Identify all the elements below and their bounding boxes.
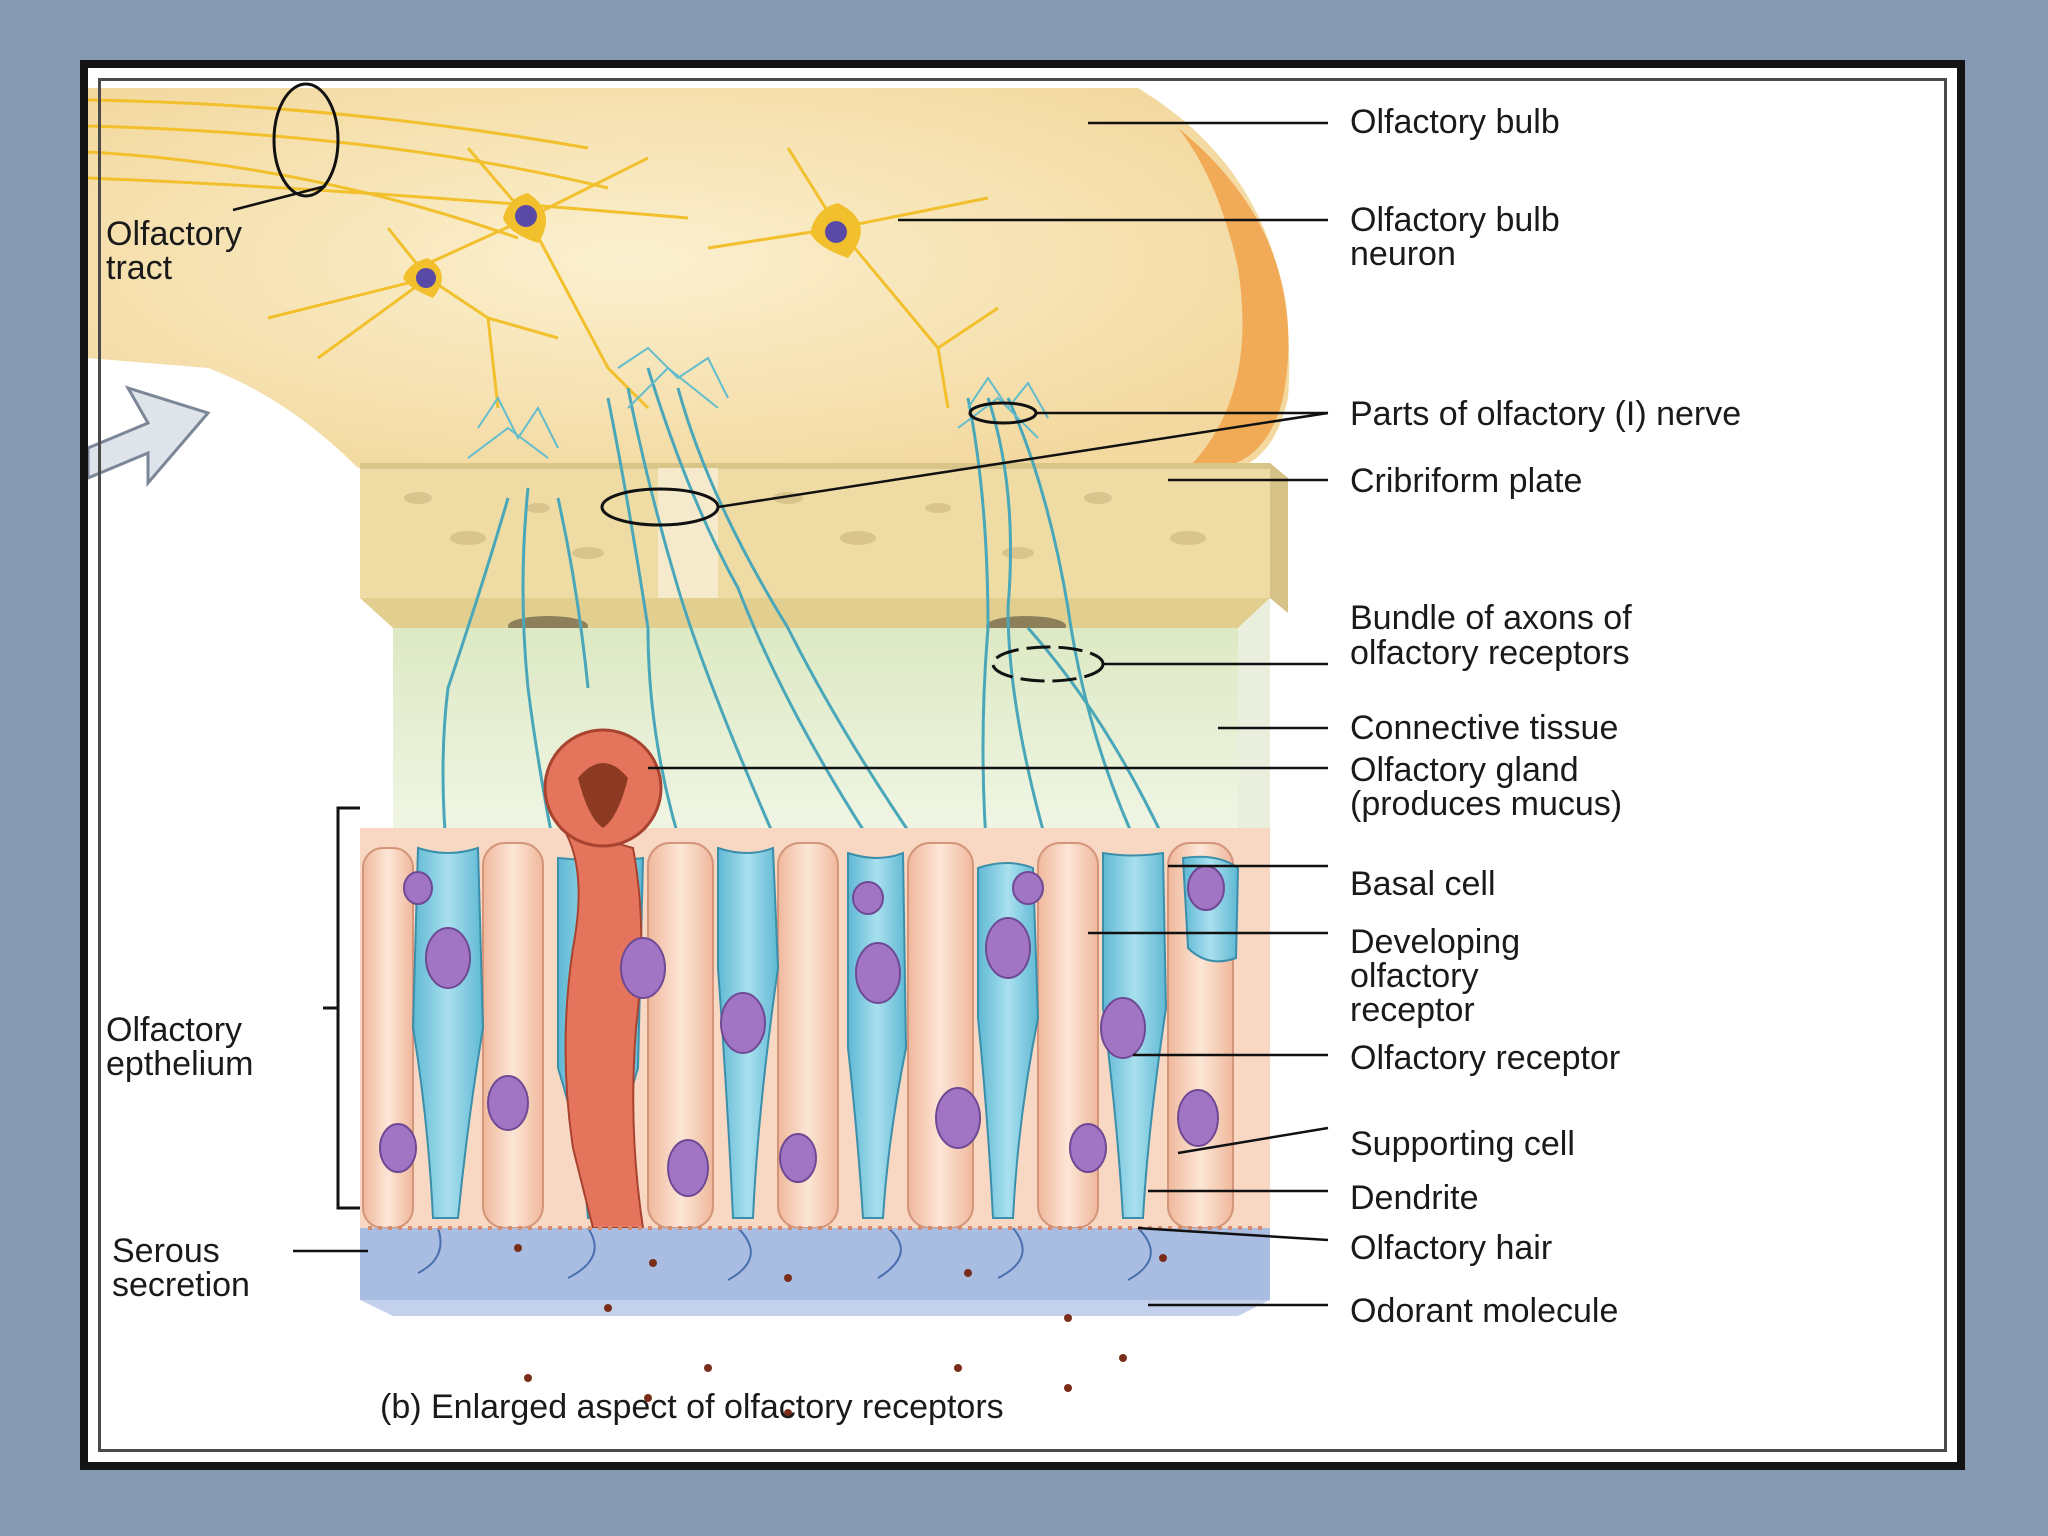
label-dendrite: Dendrite	[1350, 1179, 1479, 1217]
label-olfactory-nerve: Parts of olfactory (I) nerve	[1350, 395, 1742, 433]
label-basal-cell: Basal cell	[1350, 865, 1496, 903]
olfactory-bulb-neurons	[403, 193, 861, 298]
axon-tufts	[467, 346, 1049, 459]
label-developing-line3: receptor	[1350, 991, 1475, 1029]
mucus-layer	[360, 1228, 1270, 1300]
gray-arrow-icon	[88, 385, 211, 488]
olfactory-bulb-shape	[88, 88, 1290, 472]
olfactory-diagram-art	[88, 82, 1329, 1417]
label-epithelium-line1: Olfactory	[106, 1011, 243, 1049]
neuron-dendrites	[267, 147, 999, 410]
tract-axons	[88, 98, 689, 240]
label-gland-line1: Olfactory gland	[1350, 751, 1579, 789]
tract-ring	[272, 82, 340, 198]
label-developing-line2: olfactory	[1350, 957, 1479, 995]
label-serous-line2: secretion	[112, 1266, 250, 1304]
label-bulb-neuron-line2: neuron	[1350, 235, 1456, 273]
diagram-frame: Olfactory bulb Olfactory bulb neuron Par…	[80, 60, 1965, 1470]
label-bundle-line2: olfactory receptors	[1350, 634, 1630, 672]
label-olfactory-receptor: Olfactory receptor	[1350, 1039, 1621, 1077]
label-olfactory-bulb: Olfactory bulb	[1350, 103, 1560, 141]
label-supporting-cell: Supporting cell	[1350, 1125, 1575, 1163]
label-developing-line1: Developing	[1350, 923, 1521, 961]
epithelium-bracket	[323, 806, 360, 1210]
label-serous-line1: Serous	[112, 1232, 220, 1270]
figure-caption: (b) Enlarged aspect of olfactory recepto…	[380, 1388, 1004, 1426]
cell-nuclei	[379, 865, 1225, 1197]
odorant-molecules	[514, 1244, 1167, 1417]
label-cribriform-plate: Cribriform plate	[1350, 462, 1583, 500]
label-tract-line2: tract	[106, 249, 173, 287]
olfactory-hairs	[368, 1226, 1268, 1281]
olfactory-epithelium	[360, 728, 1270, 1229]
label-bulb-neuron-line1: Olfactory bulb	[1350, 201, 1560, 239]
label-gland-line2: (produces mucus)	[1350, 785, 1623, 823]
label-bundle-line1: Bundle of axons of	[1350, 599, 1632, 637]
label-odorant-molecule: Odorant molecule	[1350, 1292, 1619, 1330]
leader-lines	[293, 121, 1329, 1307]
label-olfactory-hair: Olfactory hair	[1350, 1229, 1553, 1267]
label-tract-line1: Olfactory	[106, 215, 243, 253]
label-connective-tissue: Connective tissue	[1350, 709, 1619, 747]
olfactory-bulb-rim	[1178, 128, 1289, 470]
label-epithelium-line2: epthelium	[106, 1045, 254, 1083]
receptor-axons	[441, 367, 1170, 889]
cribriform-plate	[360, 463, 1288, 636]
